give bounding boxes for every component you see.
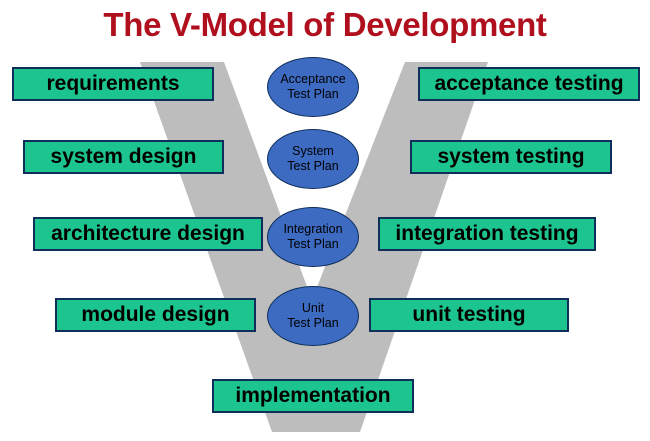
- box-implementation: implementation: [212, 379, 414, 413]
- plan-line2: Test Plan: [287, 237, 339, 251]
- integration-test-plan: Integration Test Plan: [267, 207, 359, 267]
- diagram-title: The V-Model of Development: [103, 6, 547, 43]
- plan-line2: Test Plan: [287, 316, 339, 330]
- box-system-testing: system testing: [410, 140, 612, 174]
- plan-line1: Acceptance: [280, 72, 346, 86]
- box-system-design: system design: [23, 140, 224, 174]
- plan-line1: Unit: [301, 301, 325, 315]
- plan-line1: Integration: [283, 222, 343, 236]
- box-module-design: module design: [55, 298, 256, 332]
- box-unit-testing: unit testing: [369, 298, 569, 332]
- box-integration-testing: integration testing: [378, 217, 596, 251]
- plan-line1: System: [292, 144, 334, 158]
- box-architecture-design: architecture design: [33, 217, 263, 251]
- plan-line2: Test Plan: [287, 87, 339, 101]
- acceptance-test-plan: Acceptance Test Plan: [267, 57, 359, 117]
- system-test-plan: System Test Plan: [267, 129, 359, 189]
- unit-test-plan: Unit Test Plan: [267, 286, 359, 346]
- v-shape-polygon: [140, 62, 488, 432]
- box-acceptance-testing: acceptance testing: [418, 67, 640, 101]
- plan-line2: Test Plan: [287, 159, 339, 173]
- box-requirements: requirements: [12, 67, 214, 101]
